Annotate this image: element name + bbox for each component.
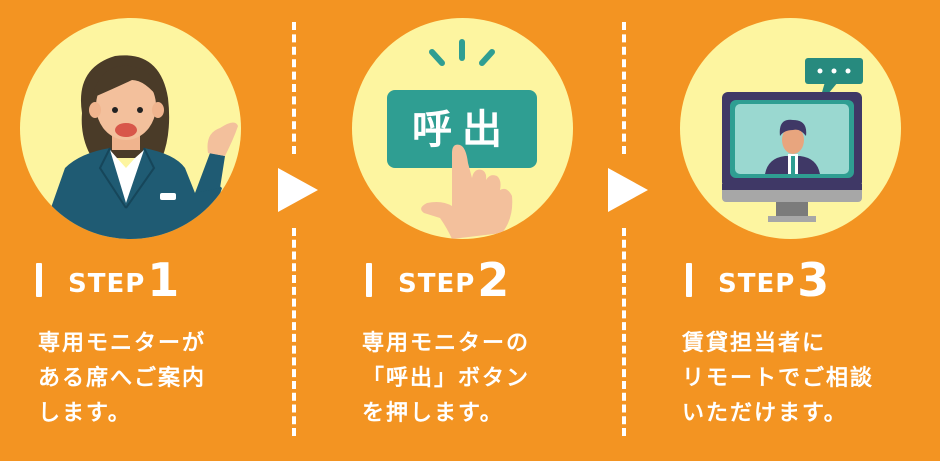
step1-heading: STEP 1 bbox=[36, 255, 179, 305]
receptionist-woman-icon bbox=[40, 55, 238, 239]
step2-illustration-circle: 呼出 bbox=[352, 18, 573, 239]
step3-accent-bar bbox=[686, 263, 692, 297]
divider-dashed-line-2-top bbox=[622, 22, 630, 154]
step1-number: 1 bbox=[147, 253, 180, 307]
step1-description: 専用モニターが ある席へご案内 します。 bbox=[38, 331, 207, 426]
next-arrow-icon-1 bbox=[278, 168, 318, 212]
next-arrow-icon-2 bbox=[608, 168, 648, 212]
divider-dashed-line-1-top bbox=[292, 22, 300, 154]
video-call-monitor-icon bbox=[722, 58, 863, 222]
divider-dashed-line-2-bottom bbox=[622, 228, 630, 436]
step1-word: STEP bbox=[68, 269, 146, 299]
step2-description: 専用モニターの 「呼出」ボタン を押します。 bbox=[362, 331, 531, 426]
step3-description: 賃貸担当者に リモートでご相談 いただけます。 bbox=[682, 331, 875, 426]
step2-number: 2 bbox=[477, 253, 510, 307]
step3-number: 3 bbox=[797, 253, 830, 307]
step1-accent-bar bbox=[36, 263, 42, 297]
step2-word: STEP bbox=[398, 269, 476, 299]
call-button-label: 呼出 bbox=[412, 107, 512, 153]
step3-word: STEP bbox=[718, 269, 796, 299]
step2-accent-bar bbox=[366, 263, 372, 297]
call-button-press-icon: 呼出 bbox=[387, 39, 537, 239]
divider-dashed-line-1-bottom bbox=[292, 228, 300, 436]
step3-illustration-circle bbox=[680, 18, 901, 239]
step1-illustration-circle bbox=[20, 18, 241, 239]
step2-heading: STEP 2 bbox=[366, 255, 509, 305]
step3-heading: STEP 3 bbox=[686, 255, 829, 305]
